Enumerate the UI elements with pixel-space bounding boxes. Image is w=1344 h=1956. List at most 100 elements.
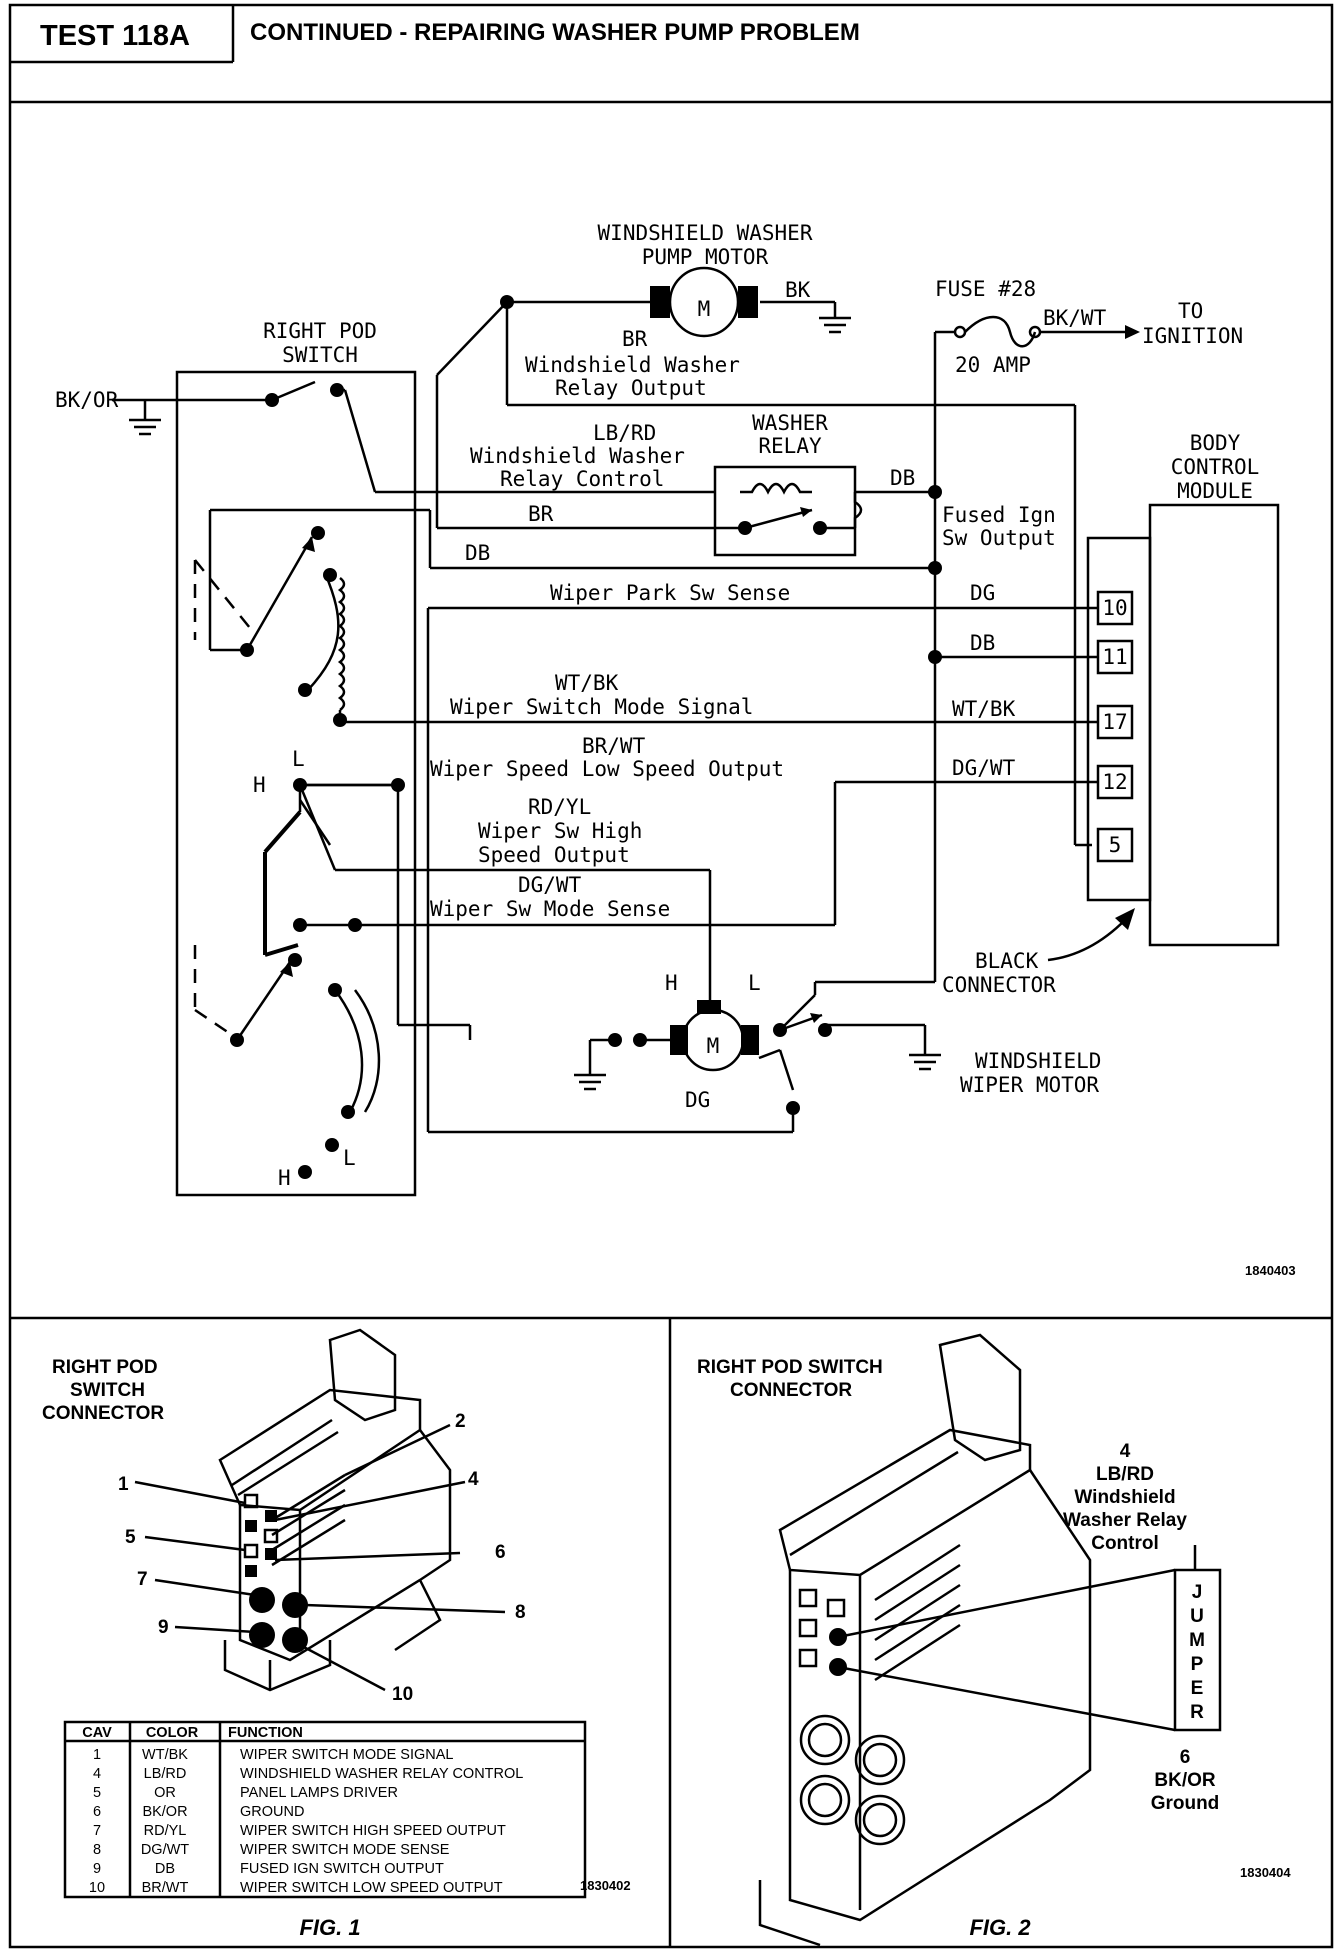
page-title: CONTINUED - REPAIRING WASHER PUMP PROBLE…: [250, 19, 860, 46]
washer-relay-title-2: RELAY: [758, 434, 822, 458]
bcm-pin-10: 10: [1102, 596, 1127, 620]
table-cell: 4: [93, 1766, 101, 1782]
table-row: 10 BR/WT WIPER SWITCH LOW SPEED OUTPUT: [89, 1880, 503, 1896]
wiper-l-label: L: [748, 971, 761, 995]
wiring: [208, 300, 1140, 1134]
table-cell: WIPER SWITCH MODE SIGNAL: [240, 1747, 454, 1763]
washer-switch-ground-color: BK/OR: [55, 388, 119, 412]
table-header-color: COLOR: [146, 1725, 199, 1741]
table-cell: WT/BK: [142, 1747, 188, 1763]
table-cell: 7: [93, 1823, 101, 1839]
fig2-title-2: CONNECTOR: [730, 1380, 852, 1401]
bcm-title-2: CONTROL: [1171, 455, 1260, 479]
park-sense-color: DG: [970, 581, 995, 605]
fig1-callout-5: 5: [125, 1527, 136, 1548]
jumper-letter: U: [1190, 1606, 1204, 1627]
jumper-letter: J: [1192, 1582, 1203, 1603]
table-cell: DG/WT: [141, 1842, 189, 1858]
bcm-pin-12: 12: [1102, 770, 1127, 794]
table-row: 5 OR PANEL LAMPS DRIVER: [93, 1785, 398, 1801]
fig1-callout-6: 6: [495, 1542, 506, 1563]
body-control-module: [1086, 503, 1280, 947]
pump-ground-color: BK: [785, 278, 811, 302]
jumper-letter: E: [1191, 1678, 1204, 1699]
mode-sense-label: Wiper Sw Mode Sense: [430, 897, 670, 921]
to-ignition-1: TO: [1178, 299, 1203, 323]
wiper-motor-title-2: WIPER MOTOR: [960, 1073, 1099, 1097]
black-connector-label-2: CONNECTOR: [942, 973, 1056, 997]
bcm-pin-5: 5: [1109, 833, 1122, 857]
bcm-title-3: MODULE: [1177, 479, 1253, 503]
relay-output-label-1: Windshield Washer: [525, 353, 740, 377]
low-speed-color: BR/WT: [582, 734, 646, 758]
table-row: 8 DG/WT WIPER SWITCH MODE SENSE: [93, 1842, 450, 1858]
cavity-table: [63, 1720, 587, 1899]
table-cell: 10: [89, 1880, 105, 1896]
table-header-cav: CAV: [82, 1725, 112, 1741]
jumper-letter: P: [1191, 1654, 1204, 1675]
relay-control-color: LB/RD: [593, 421, 656, 445]
fused-ign-label-2: Sw Output: [942, 526, 1056, 550]
table-cell: WIPER SWITCH HIGH SPEED OUTPUT: [240, 1823, 506, 1839]
fused-ign-label-1: Fused Ign: [942, 503, 1056, 527]
table-cell: LB/RD: [144, 1766, 187, 1782]
to-ignition-2: IGNITION: [1142, 324, 1243, 348]
table-cell: 6: [93, 1804, 101, 1820]
switch-l-top: L: [292, 747, 305, 771]
db-loop-color: DB: [465, 541, 490, 565]
mode-signal-color: WT/BK: [555, 671, 619, 695]
park-sense-label: Wiper Park Sw Sense: [550, 581, 790, 605]
junction-dots: [500, 295, 942, 664]
table-row: 1 WT/BK WIPER SWITCH MODE SIGNAL: [93, 1747, 454, 1763]
table-cell: BK/OR: [142, 1804, 187, 1820]
fuse-28: [953, 315, 1042, 348]
washer-pump-motor: M: [650, 266, 758, 338]
fig1-callout-9: 9: [158, 1617, 169, 1638]
fuse-output-color: BK/WT: [1043, 306, 1107, 330]
relay-control-label-2: Relay Control: [500, 467, 664, 491]
table-cell: WIPER SWITCH LOW SPEED OUTPUT: [240, 1880, 503, 1896]
mode-signal-label: Wiper Switch Mode Signal: [450, 695, 753, 719]
relay-output-label-2: Relay Output: [555, 376, 707, 400]
fig2-callout6-2: BK/OR: [1154, 1770, 1216, 1791]
fig1-caption: FIG. 1: [299, 1915, 360, 1940]
page-frame: [8, 3, 1334, 1949]
relay-control-label-1: Windshield Washer: [470, 444, 685, 468]
fig2-caption: FIG. 2: [969, 1915, 1031, 1940]
high-speed-label-2: Speed Output: [478, 843, 630, 867]
switch-h-bottom: H: [278, 1166, 291, 1190]
table-row: 7 RD/YL WIPER SWITCH HIGH SPEED OUTPUT: [93, 1823, 506, 1839]
black-connector-label-1: BLACK: [975, 949, 1039, 973]
fig2-callout4-2: LB/RD: [1096, 1464, 1154, 1485]
right-pod-switch: [112, 370, 417, 1197]
fig1-code: 1830402: [580, 1878, 631, 1893]
washer-relay: [713, 465, 863, 557]
table-row: 4 LB/RD WINDSHIELD WASHER RELAY CONTROL: [93, 1766, 523, 1782]
bcm-pin-17: 17: [1102, 710, 1127, 734]
fig2-connector-drawing: [758, 1333, 1222, 1947]
wiper-motor-title-1: WINDSHIELD: [975, 1049, 1101, 1073]
pin11-color: DB: [970, 631, 995, 655]
table-row: 9 DB FUSED IGN SWITCH OUTPUT: [93, 1861, 444, 1877]
table-cell: BR/WT: [142, 1880, 189, 1896]
black-connector-arrow: [1047, 908, 1135, 962]
table-header-function: FUNCTION: [228, 1725, 303, 1741]
fig1-title-1: RIGHT POD: [52, 1357, 158, 1378]
fig1-callout-10: 10: [392, 1684, 413, 1705]
relay-feed-color: DB: [890, 466, 915, 490]
bcm-title-1: BODY: [1190, 431, 1241, 455]
table-cell: PANEL LAMPS DRIVER: [240, 1785, 398, 1801]
jumper-letter: R: [1190, 1702, 1204, 1723]
fig2-callout4-5: Control: [1091, 1533, 1159, 1554]
pin17-color: WT/BK: [952, 697, 1016, 721]
fig1-connector-drawing: [134, 1328, 506, 1692]
wiper-h-label: H: [665, 971, 678, 995]
fig2-code: 1830404: [1240, 1865, 1291, 1880]
fuse-title: FUSE #28: [935, 277, 1036, 301]
washer-relay-title-1: WASHER: [752, 411, 828, 435]
fig2-callout6-1: 6: [1180, 1747, 1191, 1768]
pod-switch-title-1: RIGHT POD: [263, 319, 377, 343]
fig1-callout-7: 7: [137, 1569, 148, 1590]
fig2-callout4-4: Washer Relay: [1063, 1510, 1187, 1531]
